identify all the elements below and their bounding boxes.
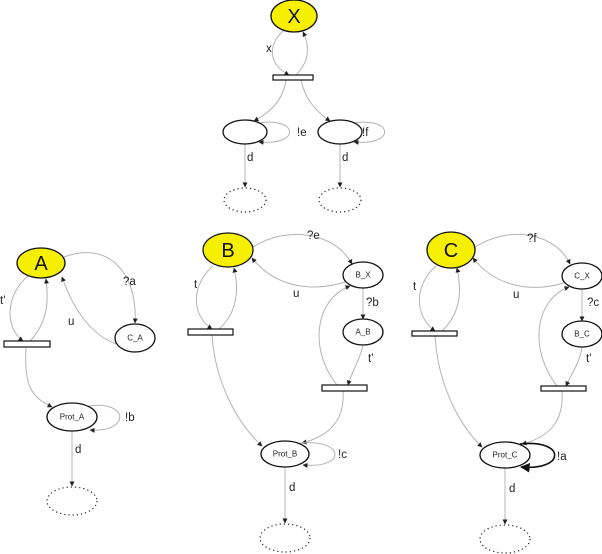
place-b-label: B bbox=[221, 240, 234, 262]
edge-bar-to-a bbox=[29, 278, 50, 342]
edge-b-to-bar bbox=[195, 265, 214, 330]
edge-label-d-c: d bbox=[509, 483, 515, 495]
edge-a-to-c_a bbox=[63, 252, 138, 324]
final-place-x-left bbox=[223, 187, 267, 213]
edge-label-d-b: d bbox=[289, 482, 295, 494]
place-b_c-label: B_C bbox=[574, 330, 590, 339]
edge-c_x-to-c bbox=[472, 257, 565, 288]
place-prot_c[interactable] bbox=[479, 441, 531, 469]
edge-label-t-c: t bbox=[413, 281, 417, 293]
edge-right-self-loop bbox=[352, 121, 385, 145]
place-c-label: C bbox=[444, 240, 458, 262]
edge-right-bar-to-prot_c bbox=[521, 390, 563, 446]
edge-c-to-bar bbox=[418, 265, 437, 332]
edge-c-to-c_x bbox=[474, 233, 571, 265]
transition-c-right-bar[interactable] bbox=[540, 385, 587, 392]
edge-label-u-b: u bbox=[293, 288, 299, 300]
cluster-b: B B_X A_B Prot_B t ?e u ?b t' !c d bbox=[187, 230, 384, 553]
edge-prot_c-self-loop bbox=[519, 442, 556, 473]
place-a_b-label: A_B bbox=[355, 328, 370, 337]
place-x-label: X bbox=[287, 6, 300, 28]
place-c_x[interactable] bbox=[561, 262, 602, 290]
edge-label-b: !b bbox=[125, 412, 135, 424]
place-b_c[interactable] bbox=[561, 320, 602, 348]
place-a[interactable] bbox=[16, 247, 66, 279]
edge-label-a: !a bbox=[557, 451, 567, 463]
place-prot_a-label: Prot_A bbox=[60, 413, 85, 422]
edge-label-qf: ?f bbox=[527, 233, 537, 245]
edge-label-t-prime-a: t' bbox=[0, 295, 5, 307]
edge-b-to-b_x bbox=[252, 233, 353, 265]
edge-label-t-prime-c: t' bbox=[586, 353, 591, 365]
edge-label-d-a: d bbox=[75, 444, 81, 456]
place-x[interactable] bbox=[270, 0, 318, 33]
edge-label-u-c: u bbox=[513, 289, 519, 301]
final-place-b bbox=[259, 523, 311, 553]
edge-label-t-prime-b: t' bbox=[368, 353, 373, 365]
place-c[interactable] bbox=[426, 231, 476, 269]
place-prot_b[interactable] bbox=[260, 440, 310, 468]
place-prot_a[interactable] bbox=[46, 402, 98, 432]
cluster-a: A C_A Prot_A t' ?a u !b d bbox=[0, 247, 156, 516]
transition-c-left-bar[interactable] bbox=[411, 330, 458, 337]
cluster-x: X x !e !f d d bbox=[222, 0, 385, 213]
edge-label-d-left: d bbox=[247, 152, 253, 164]
transition-a-bar[interactable] bbox=[3, 340, 51, 348]
edge-bar-to-x bbox=[295, 31, 308, 76]
place-prot_b-label: Prot_B bbox=[273, 450, 297, 459]
edge-bar-to-b bbox=[218, 267, 238, 330]
place-b_x[interactable] bbox=[342, 261, 384, 289]
edge-label-f: !f bbox=[362, 127, 369, 139]
edge-left-bar-to-prot_c bbox=[434, 335, 483, 448]
place-prot_c-label: Prot_C bbox=[493, 451, 518, 460]
edge-label-qc: ?c bbox=[587, 297, 599, 309]
edge-label-d-right: d bbox=[342, 152, 348, 164]
place-c_a-label: C_A bbox=[127, 334, 143, 343]
transition-b-right-bar[interactable] bbox=[321, 384, 368, 392]
edge-x-to-bar bbox=[272, 30, 290, 76]
edge-left-bar-to-prot_b bbox=[211, 334, 263, 447]
edge-bar-to-right-place bbox=[300, 79, 331, 122]
edge-b_c-to-bar bbox=[565, 346, 583, 387]
edge-prot_a-self-loop bbox=[87, 404, 121, 433]
place-b_x-label: B_X bbox=[355, 271, 371, 280]
place-c_a[interactable] bbox=[114, 323, 156, 353]
transition-x-bar[interactable] bbox=[272, 74, 314, 81]
place-a-label: A bbox=[34, 253, 48, 275]
edge-bar-to-prot_a bbox=[25, 346, 53, 408]
place-x-right[interactable] bbox=[317, 119, 363, 145]
place-c_x-label: C_X bbox=[574, 272, 590, 281]
edge-b_x-to-b bbox=[251, 257, 346, 288]
edge-bar-to-b_x bbox=[318, 285, 351, 386]
transition-b-left-bar[interactable] bbox=[187, 328, 234, 336]
edge-label-c: !c bbox=[338, 449, 347, 461]
edge-label-u-a: u bbox=[68, 316, 74, 328]
edge-label-e: !e bbox=[297, 127, 307, 139]
edge-bar-to-c bbox=[441, 267, 461, 332]
edge-left-self-loop bbox=[257, 121, 290, 145]
edge-prot_b-self-loop bbox=[299, 442, 336, 468]
edge-a_b-to-bar bbox=[346, 344, 364, 386]
edge-right-bar-to-prot_b bbox=[301, 390, 344, 445]
final-place-x-right bbox=[318, 187, 362, 213]
edge-label-qa: ?a bbox=[123, 276, 136, 288]
final-place-c bbox=[479, 524, 531, 554]
place-x-left[interactable] bbox=[222, 119, 268, 145]
edge-a-to-bar bbox=[9, 275, 29, 342]
edge-c_a-to-a bbox=[61, 276, 117, 345]
edge-bar-to-c_x bbox=[538, 286, 570, 387]
edge-label-t-b: t bbox=[194, 279, 198, 291]
place-b[interactable] bbox=[202, 232, 254, 268]
edge-label-qb: ?b bbox=[366, 297, 379, 309]
edge-label-qe: ?e bbox=[307, 230, 320, 242]
cluster-c: C C_X B_C Prot_C t ?f u ?c t' !a d bbox=[411, 231, 602, 554]
edge-bar-to-left-place bbox=[253, 79, 287, 122]
final-place-a bbox=[46, 486, 98, 516]
place-a_b[interactable] bbox=[342, 318, 384, 346]
edge-label-x: x bbox=[266, 43, 272, 55]
